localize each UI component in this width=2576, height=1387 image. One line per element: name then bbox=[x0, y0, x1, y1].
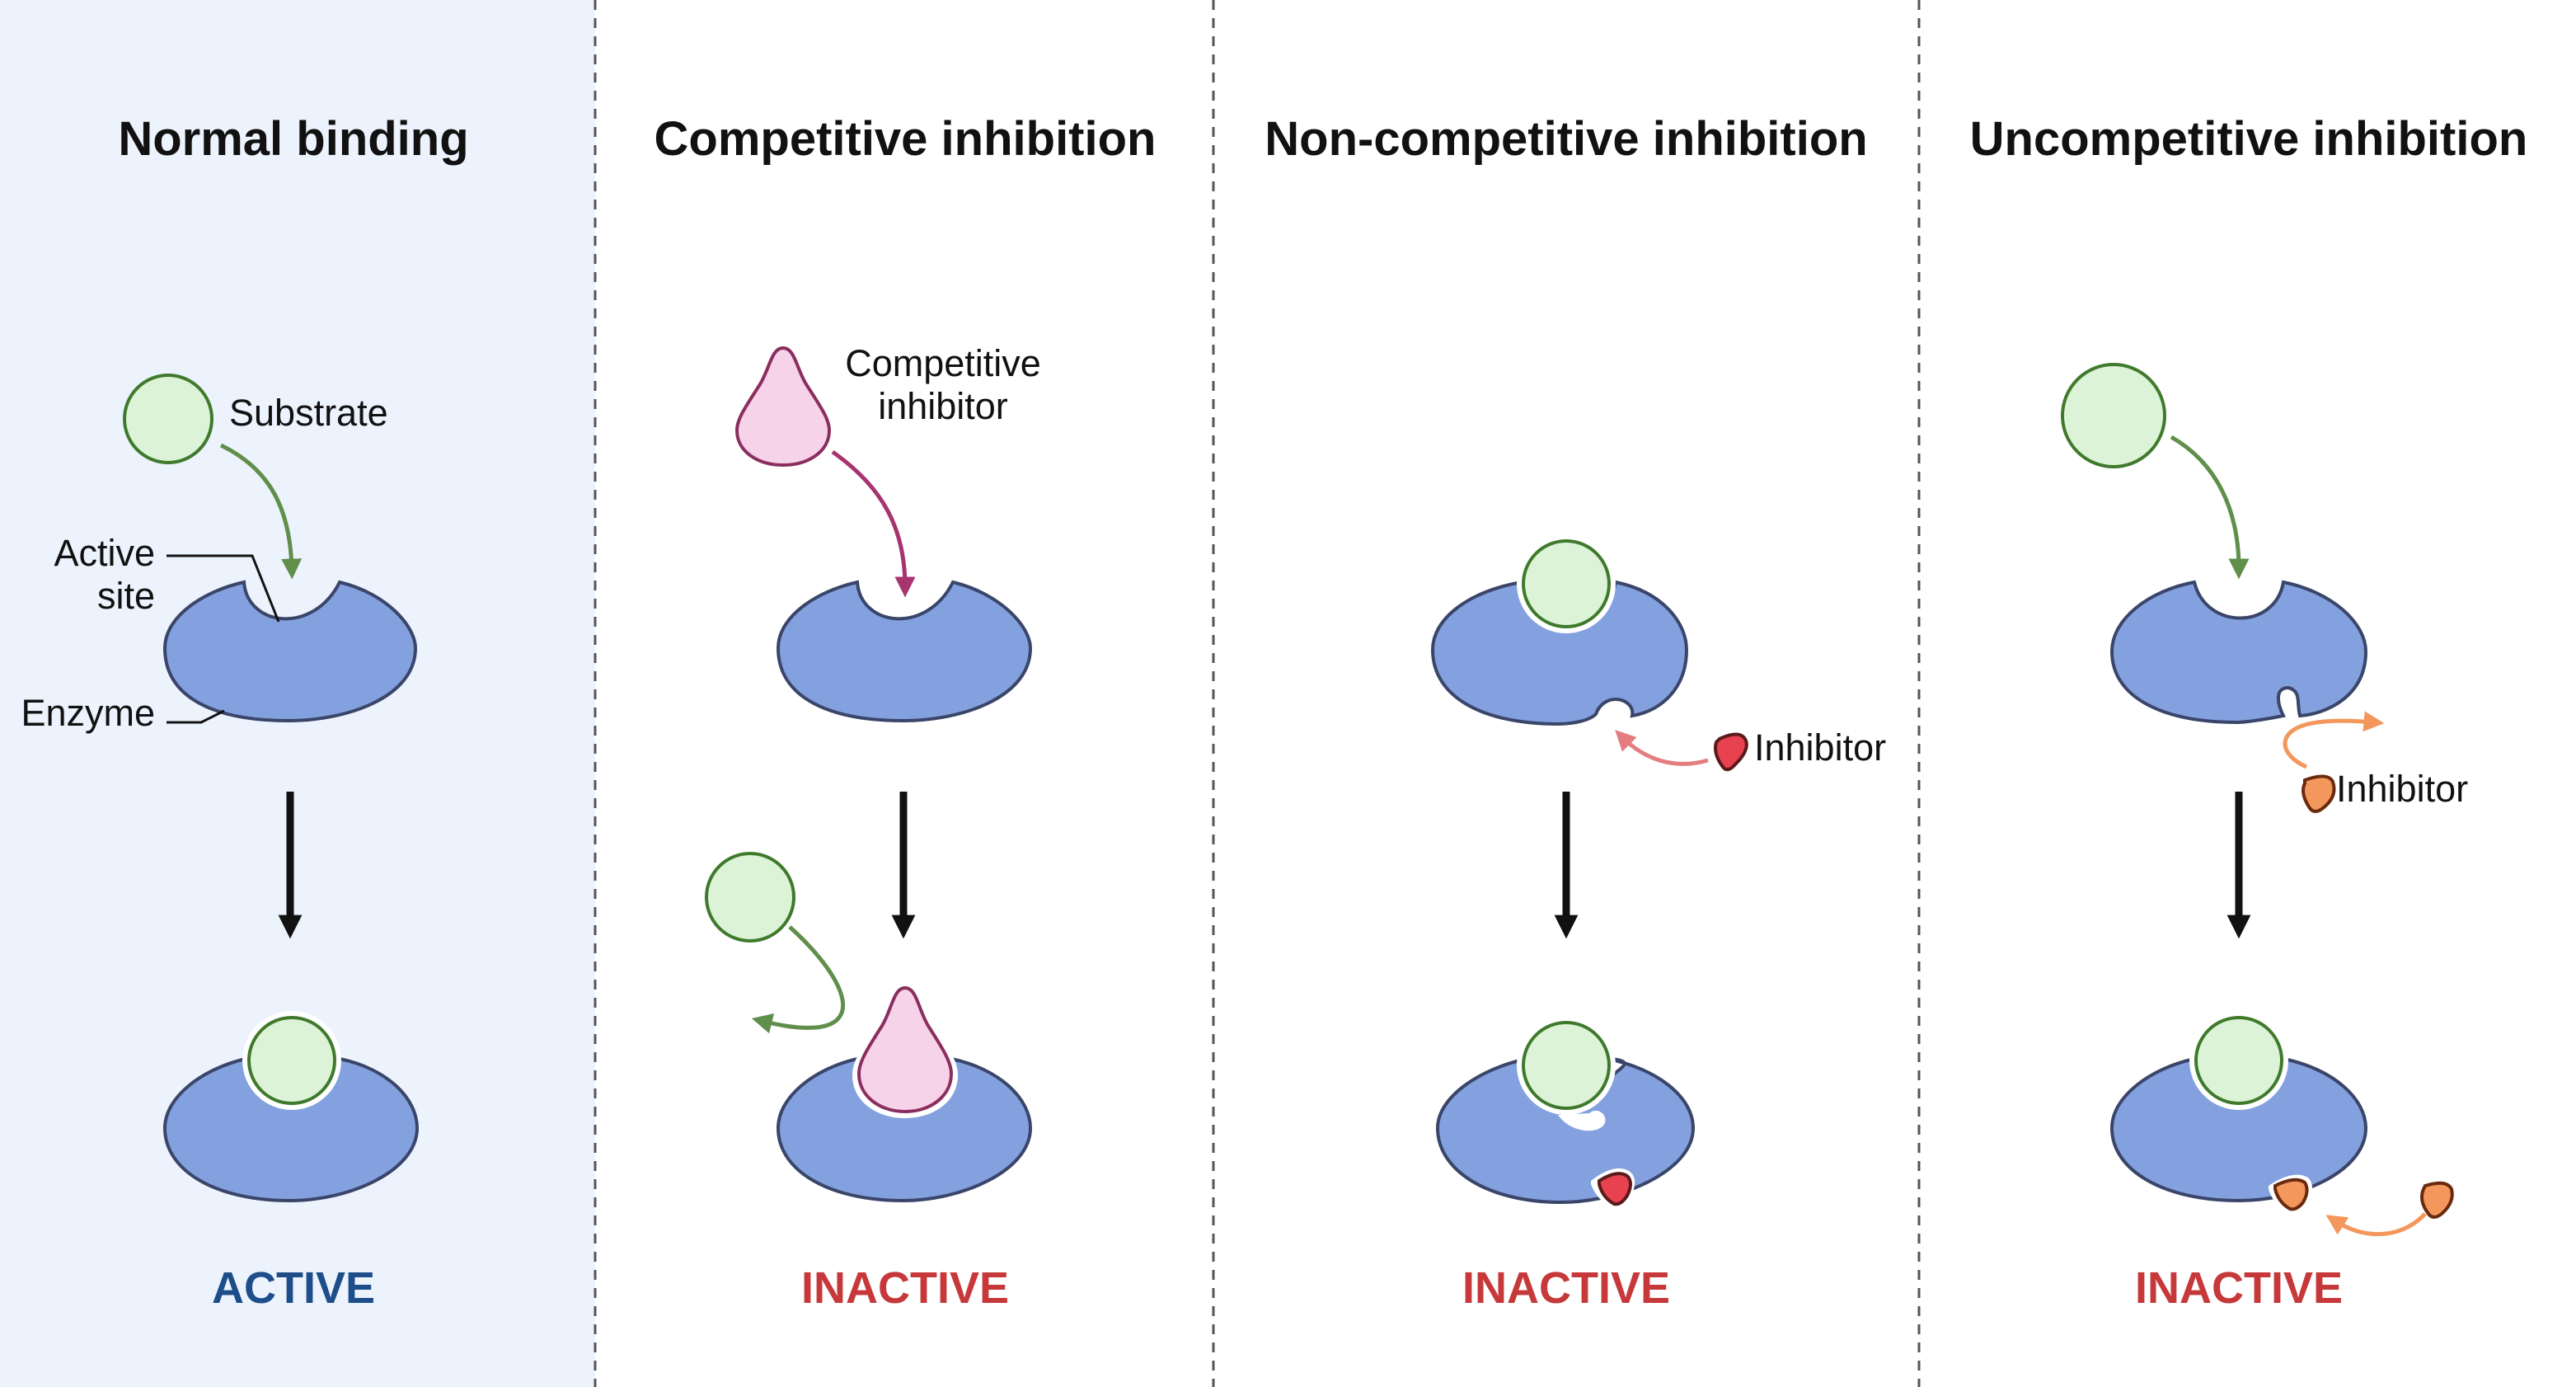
distorted-active-site bbox=[1558, 1110, 1606, 1131]
substrate-leaving-arrow bbox=[751, 925, 846, 1034]
panel-title-noncompetitive: Non-competitive inhibition bbox=[1265, 112, 1867, 166]
inhibitor-binding-arrow bbox=[1615, 730, 1709, 766]
bound-substrate bbox=[2194, 1016, 2283, 1105]
inhibitor-approach-arrow bbox=[2283, 711, 2385, 769]
status-active: ACTIVE bbox=[212, 1263, 375, 1313]
competitive-inhibitor bbox=[734, 346, 832, 468]
bound-noncompetitive-inhibitor bbox=[1598, 1172, 1632, 1206]
uncompetitive-inhibitor bbox=[2302, 774, 2336, 813]
competitive-inhibitor-label: inhibitor bbox=[878, 385, 1008, 427]
enzyme-leader bbox=[167, 709, 225, 724]
active-site-leader bbox=[167, 554, 280, 623]
status-inactive: INACTIVE bbox=[1462, 1263, 1670, 1313]
status-inactive: INACTIVE bbox=[801, 1263, 1009, 1313]
panel-title-normal-binding: Normal binding bbox=[118, 112, 468, 166]
panel-title-uncompetitive: Uncompetitive inhibition bbox=[1970, 112, 2528, 166]
status-inactive: INACTIVE bbox=[2135, 1263, 2343, 1313]
active-site-label: site bbox=[97, 575, 155, 617]
bound-substrate bbox=[1522, 1021, 1611, 1110]
bound-substrate bbox=[247, 1016, 336, 1105]
enzyme bbox=[162, 580, 418, 723]
competitive-inhibitor-label: Competitive bbox=[845, 342, 1041, 384]
enzyme-label: Enzyme bbox=[21, 692, 155, 734]
enzyme bbox=[1430, 580, 1689, 726]
inhibitor-binding-arrow bbox=[831, 449, 916, 598]
inhibitor-label: Inhibitor bbox=[1754, 726, 1886, 769]
panel-noncompetitive-inhibition: Inhibitor INACTIVE bbox=[1430, 534, 1886, 1313]
substrate-binding-arrow bbox=[219, 443, 303, 580]
panel-competitive-inhibition: Competitive inhibitor INACTIVE bbox=[705, 342, 1041, 1313]
panel-normal-binding: Substrate Active site Enzyme ACTIVE bbox=[21, 374, 420, 1313]
panel-uncompetitive-inhibition: Inhibitor INACTIVE bbox=[2061, 363, 2468, 1313]
enzyme bbox=[2109, 580, 2368, 725]
substrate bbox=[2061, 363, 2166, 468]
substrate-label: Substrate bbox=[229, 392, 388, 434]
bound-competitive-inhibitor bbox=[856, 985, 954, 1114]
active-site-label: Active bbox=[54, 532, 155, 574]
enzyme bbox=[776, 580, 1033, 723]
panel-title-competitive: Competitive inhibition bbox=[655, 112, 1157, 166]
substrate-binding-arrow bbox=[2170, 435, 2250, 580]
bound-substrate bbox=[1522, 539, 1611, 628]
uncompetitive-inhibitor bbox=[2420, 1181, 2454, 1219]
substrate bbox=[123, 374, 213, 464]
inhibitor-label: Inhibitor bbox=[2336, 768, 2468, 810]
noncompetitive-inhibitor bbox=[1714, 732, 1748, 772]
bound-uncompetitive-inhibitor bbox=[2273, 1178, 2309, 1211]
displaced-substrate bbox=[705, 852, 795, 943]
inhibitor-release-arrow bbox=[2325, 1212, 2427, 1237]
